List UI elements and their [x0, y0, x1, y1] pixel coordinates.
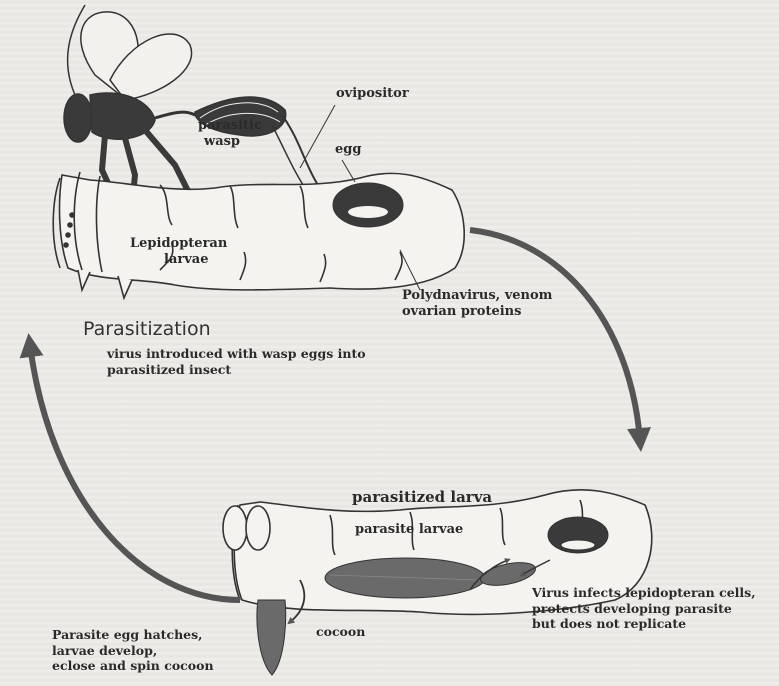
parasitic-wasp-label: parasitic wasp	[198, 118, 262, 151]
egg-hatches-line3: eclose and spin cocoon	[52, 658, 214, 674]
virus-infects-label: Virus infects lepidopteran cells, protec…	[532, 585, 756, 632]
lepidopteran-larvae-label: Lepidopteran larvae	[130, 236, 227, 269]
egg-hatches-line2: larvae develop,	[52, 643, 214, 659]
parasitization-desc-line1: virus introduced with wasp eggs into	[107, 346, 366, 362]
parasite-larvae-label: parasite larvae	[355, 522, 463, 538]
egg-hatches-label: Parasite egg hatches, larvae develop, ec…	[52, 627, 214, 674]
parasitic-wasp-illustration	[64, 5, 345, 205]
cocoon-label: cocoon	[316, 624, 365, 640]
ovipositor-label: ovipositor	[336, 86, 409, 102]
egg-hatches-line1: Parasite egg hatches,	[52, 627, 214, 643]
parasitized-larva-label: parasitized larva	[352, 488, 492, 507]
parasitization-desc-line2: parasitized insect	[107, 362, 366, 378]
parasitic-wasp-label-line1: parasitic	[198, 118, 262, 134]
wasp-head	[64, 94, 92, 142]
polydnavirus-label-line2: ovarian proteins	[402, 304, 552, 320]
host-larva-top	[53, 172, 464, 298]
parasitization-description: virus introduced with wasp eggs into par…	[107, 346, 366, 377]
polydnavirus-label: Polydnavirus, venom ovarian proteins	[402, 288, 552, 321]
virus-infects-line3: but does not replicate	[532, 616, 756, 632]
egg-label: egg	[335, 142, 361, 158]
virus-infects-line1: Virus infects lepidopteran cells,	[532, 585, 756, 601]
parasitic-wasp-label-line2: wasp	[198, 134, 262, 150]
parasitization-title: Parasitization	[83, 318, 211, 342]
cycle-arrow-right	[470, 230, 640, 440]
lepidopteran-larvae-label-line2: larvae	[130, 252, 227, 268]
egg-in-host	[333, 183, 403, 227]
virus-infects-line2: protects developing parasite	[532, 601, 756, 617]
lepidopteran-larvae-label-line1: Lepidopteran	[130, 236, 227, 252]
polydnavirus-label-line1: Polydnavirus, venom	[402, 288, 552, 304]
cycle-arrow-left	[30, 345, 240, 600]
